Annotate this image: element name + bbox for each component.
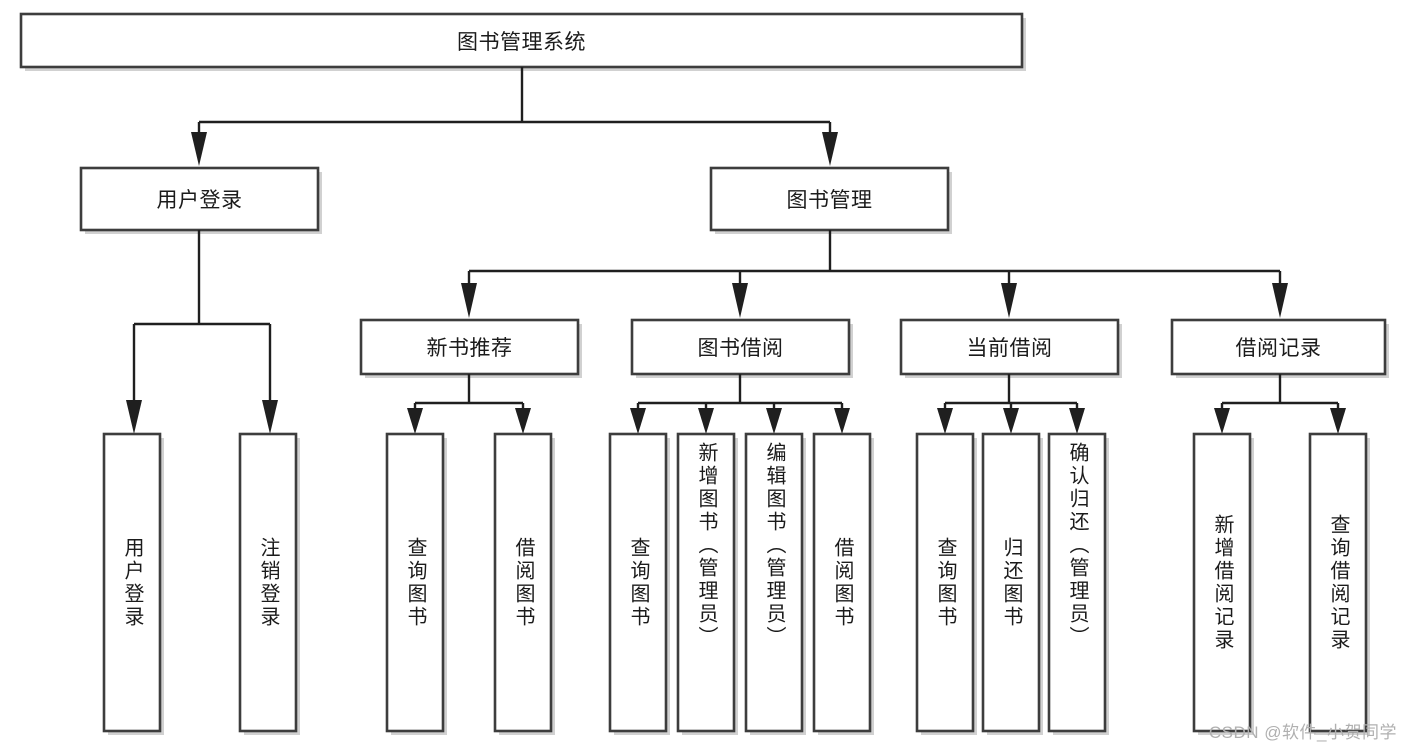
- node-user-login[interactable]: [79, 166, 322, 234]
- leaf-cb-1-box[interactable]: [915, 432, 975, 733]
- leaf-bb-3-box[interactable]: [744, 432, 804, 733]
- arrow-to-new-book-recommend: [461, 283, 477, 318]
- watermark-text: CSDN @软件_小贺同学: [1208, 723, 1397, 742]
- leaf-node-br-add-record[interactable]: [1192, 432, 1254, 735]
- leaf-node-br-query-record[interactable]: [1308, 432, 1370, 735]
- leaf-user-login-box[interactable]: [102, 432, 162, 733]
- arrow-cb-leaf-1: [937, 408, 953, 434]
- book-manage-box[interactable]: [709, 166, 950, 232]
- node-borrow-record[interactable]: [1170, 318, 1389, 378]
- arrow-to-book-borrow: [732, 283, 748, 318]
- node-root[interactable]: [19, 12, 1026, 71]
- arrow-to-leaf-user-login: [126, 400, 142, 434]
- leaf-node-nbr-query-book[interactable]: [385, 432, 447, 735]
- leaf-br-1-box[interactable]: [1192, 432, 1252, 733]
- leaf-node-user-login[interactable]: [102, 432, 164, 735]
- arrow-to-leaf-logout: [262, 400, 278, 434]
- leaf-logout-box[interactable]: [238, 432, 298, 733]
- current-borrow-box[interactable]: [899, 318, 1120, 376]
- leaf-node-bb-query-book[interactable]: [608, 432, 670, 735]
- leaf-bb-1-box[interactable]: [608, 432, 668, 733]
- leaf-node-nbr-borrow-book[interactable]: [493, 432, 555, 735]
- arrow-cb-leaf-3: [1069, 408, 1085, 434]
- leaf-bb-2-box[interactable]: [676, 432, 736, 733]
- arrow-nbr-leaf-2: [515, 408, 531, 434]
- arrow-bb-leaf-2: [698, 408, 714, 434]
- leaf-nbr-1-box[interactable]: [385, 432, 445, 733]
- leaf-node-bb-borrow-book[interactable]: [812, 432, 874, 735]
- leaf-cb-3-box[interactable]: [1047, 432, 1107, 733]
- node-current-borrow[interactable]: [899, 318, 1122, 378]
- arrow-to-book-manage: [822, 132, 838, 166]
- arrow-to-current-borrow: [1001, 283, 1017, 318]
- leaf-node-logout[interactable]: [238, 432, 300, 735]
- arrow-br-leaf-2: [1330, 408, 1346, 434]
- leaf-nbr-2-box[interactable]: [493, 432, 553, 733]
- arrow-nbr-leaf-1: [407, 408, 423, 434]
- leaf-node-cb-confirm-return[interactable]: [1047, 432, 1109, 735]
- leaf-node-cb-query-book[interactable]: [915, 432, 977, 735]
- book-borrow-box[interactable]: [630, 318, 851, 376]
- node-book-manage[interactable]: [709, 166, 952, 234]
- arrow-bb-leaf-1: [630, 408, 646, 434]
- arrow-to-borrow-record: [1272, 283, 1288, 318]
- borrow-record-box[interactable]: [1170, 318, 1387, 376]
- root-box[interactable]: [19, 12, 1024, 69]
- leaf-bb-4-box[interactable]: [812, 432, 872, 733]
- user-login-box[interactable]: [79, 166, 320, 232]
- leaf-node-bb-add-book[interactable]: [676, 432, 738, 735]
- arrow-br-leaf-1: [1214, 408, 1230, 434]
- arrow-bb-leaf-4: [834, 408, 850, 434]
- leaf-cb-2-box[interactable]: [981, 432, 1041, 733]
- arrow-bb-leaf-3: [766, 408, 782, 434]
- arrow-to-user-login: [191, 132, 207, 166]
- leaf-node-cb-return-book[interactable]: [981, 432, 1043, 735]
- arrow-cb-leaf-2: [1003, 408, 1019, 434]
- node-new-book-recommend[interactable]: [359, 318, 582, 378]
- leaf-node-bb-edit-book[interactable]: [744, 432, 806, 735]
- new-book-recommend-box[interactable]: [359, 318, 580, 376]
- leaf-br-2-box[interactable]: [1308, 432, 1368, 733]
- node-book-borrow[interactable]: [630, 318, 853, 378]
